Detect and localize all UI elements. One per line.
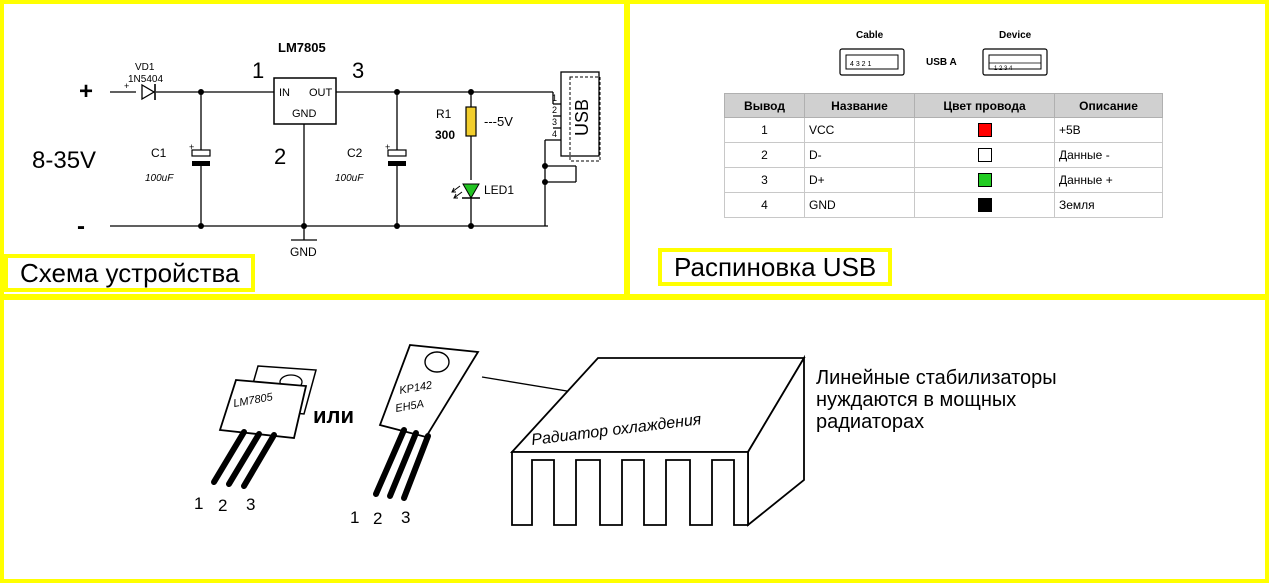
schematic-panel: LM7805 1 3 2 IN OUT GND + - 8-35V VD1 1N… (4, 4, 624, 294)
header-name: Название (804, 93, 915, 118)
packages-diagram: LM7805 или KP142 EH5A 1 2 3 1 2 3 (194, 344, 806, 528)
usb-pin-3: 3 (552, 117, 557, 127)
pkg2-label-line1: KP142 (398, 379, 433, 397)
c1-symbol (191, 149, 211, 157)
pkg2-pin-1: 1 (350, 508, 359, 527)
wire-color-cell (914, 167, 1055, 193)
wire-color-swatch (977, 123, 992, 138)
wire-color-swatch (977, 148, 992, 163)
header-wire-color: Цвет провода (914, 93, 1055, 118)
usb-pin-2: 2 (552, 105, 557, 115)
pkg1-pin-1: 1 (194, 494, 203, 513)
reg-in-label: IN (279, 87, 290, 99)
heatsink (509, 354, 806, 527)
to126-package: KP142 EH5A (373, 344, 480, 501)
usb-connectors-diagram: Cable Device USB A 4 3 2 1 1 2 3 4 (839, 30, 1048, 76)
diode-plus: + (124, 81, 129, 91)
header-description: Описание (1054, 93, 1163, 118)
note-line-1: Линейные стабилизаторы (816, 367, 1057, 389)
name-cell: D+ (804, 167, 915, 193)
pin-cell: 2 (724, 142, 805, 168)
c1-value: 100uF (145, 173, 174, 184)
input-voltage: 8-35V (32, 147, 96, 174)
pin-out-number: 3 (352, 58, 364, 83)
pin-cell: 4 (724, 192, 805, 218)
regulator-label: LM7805 (278, 40, 326, 55)
led-symbol (462, 183, 480, 200)
pkg1-pin-2: 2 (218, 496, 227, 515)
c2-plus: + (385, 142, 390, 152)
schematic-diagram: LM7805 1 3 2 IN OUT GND + - 8-35V VD1 1N… (32, 40, 601, 259)
plus-terminal: + (79, 78, 93, 105)
usb-pin-4: 4 (552, 129, 557, 139)
regulator-box (273, 77, 337, 125)
connector-label: USB A (926, 57, 957, 68)
description-cell: Земля (1054, 192, 1163, 218)
pin-cell: 1 (724, 117, 805, 143)
note-line-2: нуждаются в мощных (816, 389, 1017, 411)
wire-color-cell (914, 142, 1055, 168)
pin-in-number: 1 (252, 58, 264, 83)
c2-value: 100uF (335, 173, 364, 184)
cable-label: Cable (856, 30, 884, 41)
wire-color-swatch (977, 198, 992, 213)
diode-symbol (141, 83, 156, 101)
cable-pin-order: 4 3 2 1 (850, 61, 872, 68)
usb-pin-1: 1 (552, 93, 557, 103)
device-pin-order: 1 2 3 4 (994, 66, 1013, 72)
minus-terminal: - (77, 213, 85, 240)
description-cell: Данные - (1054, 142, 1163, 168)
wire-color-swatch (977, 173, 992, 188)
diode-part: 1N5404 (128, 74, 163, 85)
or-label: или (313, 403, 354, 428)
led-ref: LED1 (484, 183, 514, 197)
pkg1-pin-3: 3 (246, 495, 255, 514)
pkg2-pin-2: 2 (373, 509, 382, 528)
c1-ref: C1 (151, 146, 167, 160)
note-line-3: радиаторах (816, 411, 925, 433)
pin-cell: 3 (724, 167, 805, 193)
table-header-row: Вывод Название Цвет провода Описание (724, 93, 1163, 118)
gnd-label: GND (290, 245, 317, 259)
packages-panel: LM7805 или KP142 EH5A 1 2 3 1 2 3 (4, 300, 1265, 579)
reg-gnd-label: GND (292, 108, 317, 120)
device-label: Device (999, 30, 1032, 41)
wire-color-cell (914, 192, 1055, 218)
diode-ref: VD1 (135, 62, 155, 73)
led-light-arrows (451, 185, 463, 199)
name-cell: VCC (804, 117, 915, 143)
pinout-caption: Распиновка USB (658, 248, 893, 286)
schematic-caption: Схема устройства (4, 254, 256, 292)
pkg2-label-line2: EH5A (394, 398, 424, 415)
r1-value: 300 (435, 128, 455, 142)
wire-color-cell (914, 117, 1055, 143)
usb-label: USB (572, 99, 592, 136)
name-cell: D- (804, 142, 915, 168)
description-cell: +5В (1054, 117, 1163, 143)
heatsink-note: Линейные стабилизаторы нуждаются в мощны… (816, 367, 1057, 433)
reg-out-label: OUT (309, 87, 333, 99)
resistor-symbol (465, 106, 477, 137)
output-voltage: ---5V (484, 114, 513, 129)
c1-plus: + (189, 142, 194, 152)
r1-ref: R1 (436, 107, 452, 121)
c2-symbol (387, 149, 407, 157)
pin-gnd-number: 2 (274, 144, 286, 169)
c2-ref: C2 (347, 146, 363, 160)
pinout-panel: Cable Device USB A 4 3 2 1 1 2 3 4 Вывод… (630, 4, 1265, 294)
description-cell: Данные + (1054, 167, 1163, 193)
pkg2-pin-3: 3 (401, 508, 410, 527)
to220-package: LM7805 (211, 365, 317, 489)
name-cell: GND (804, 192, 915, 218)
header-pin: Вывод (724, 93, 805, 118)
usb-connector (560, 71, 600, 157)
